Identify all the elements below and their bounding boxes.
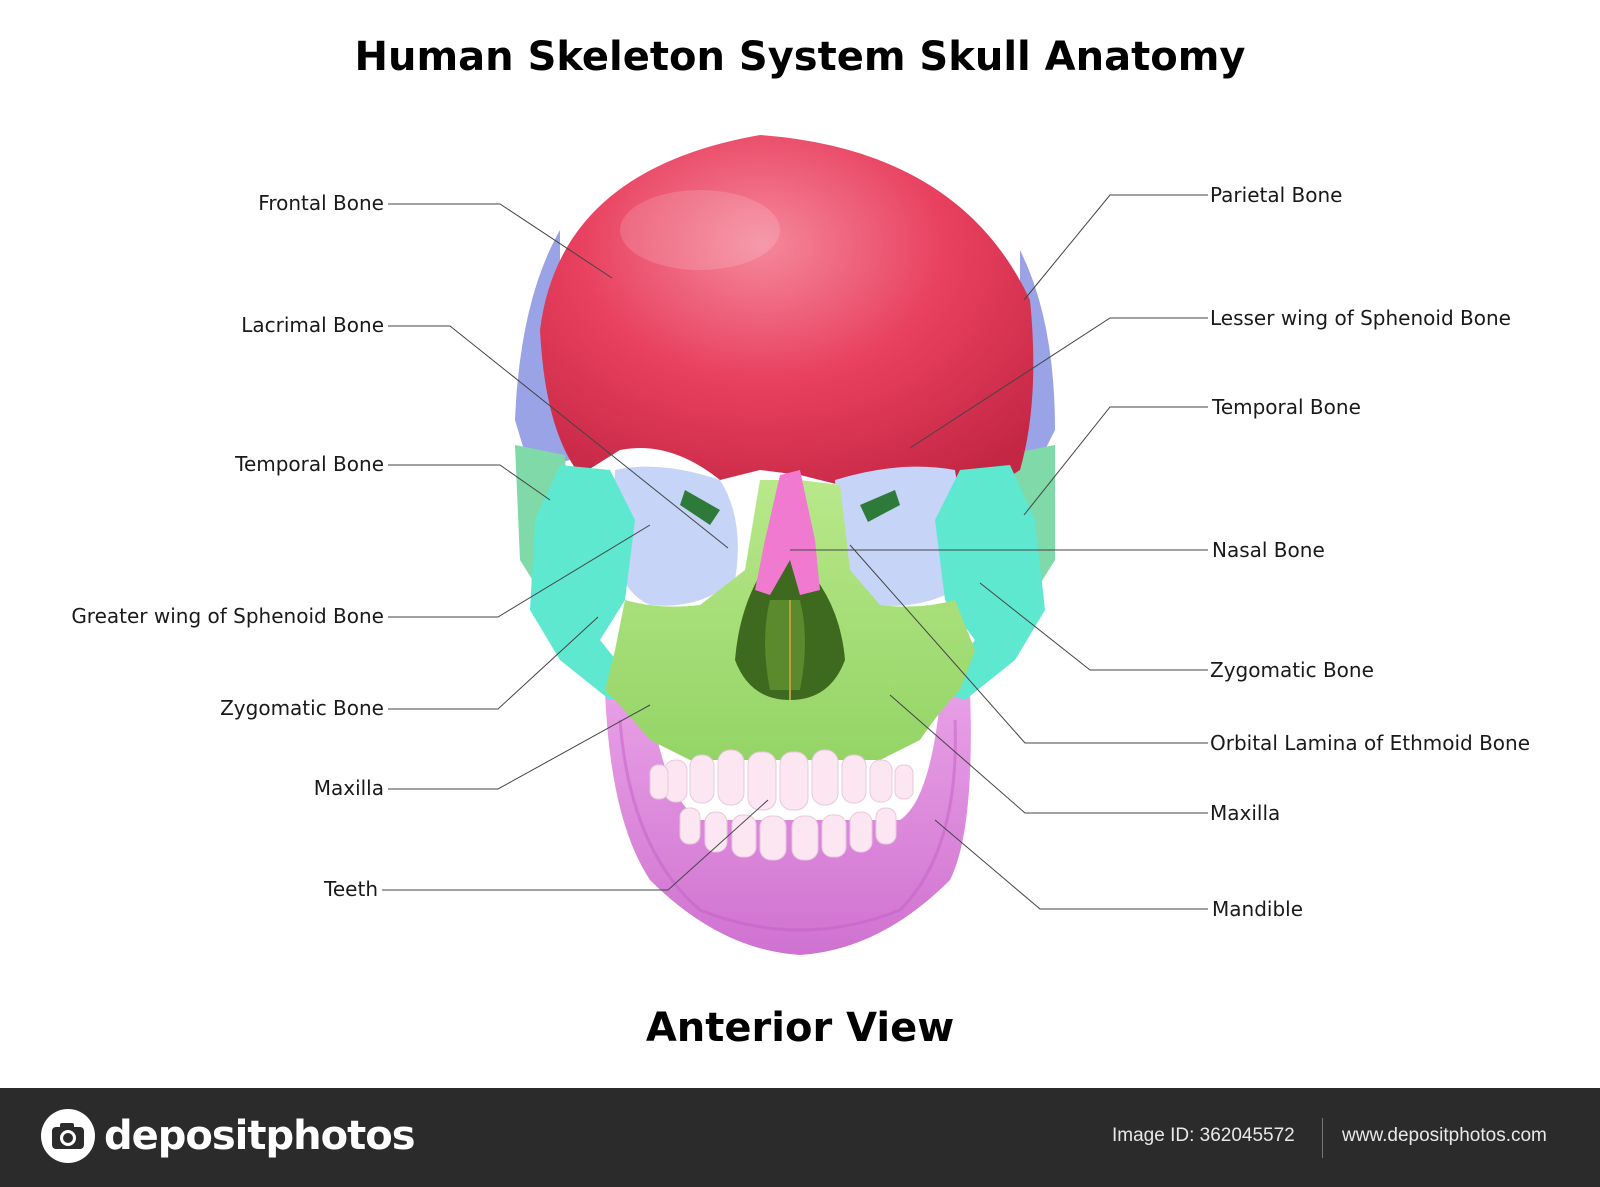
footer-divider: [1322, 1118, 1323, 1158]
label-parietal-bone: Parietal Bone: [1210, 183, 1343, 207]
label-greater-wing-sphenoid: Greater wing of Sphenoid Bone: [71, 604, 384, 628]
view-subtitle: Anterior View: [645, 1005, 955, 1051]
label-temporal-bone-left: Temporal Bone: [235, 452, 384, 476]
leader-zygomatic-right: [979, 582, 1208, 671]
leader-mandible: [934, 819, 1208, 910]
leader-zygomatic-left: [388, 616, 599, 710]
leader-temporal-right: [1023, 406, 1208, 516]
leader-teeth: [382, 799, 769, 891]
skull-illustration: [382, 135, 1208, 955]
image-id: Image ID: 362045572: [1112, 1125, 1295, 1146]
label-maxilla-left: Maxilla: [313, 776, 384, 800]
leader-lesser-wing: [909, 317, 1208, 449]
footer-bar: depositphotos Image ID: 362045572 www.de…: [0, 1088, 1600, 1187]
leader-lines: [382, 194, 1208, 910]
label-lesser-wing-sphenoid: Lesser wing of Sphenoid Bone: [1210, 306, 1511, 330]
leader-frontal: [388, 203, 613, 279]
leader-maxilla-right: [889, 694, 1208, 814]
leader-greater-wing: [388, 524, 651, 618]
label-orbital-lamina-ethmoid: Orbital Lamina of Ethmoid Bone: [1210, 731, 1531, 755]
zygomatic-left-shape: [530, 465, 640, 700]
label-frontal-bone: Frontal Bone: [258, 191, 384, 215]
label-temporal-bone-right: Temporal Bone: [1212, 395, 1361, 419]
nasal-bone-shape: [755, 470, 820, 595]
label-lacrimal-bone: Lacrimal Bone: [241, 313, 384, 337]
label-teeth: Teeth: [324, 877, 378, 901]
leader-temporal-left: [388, 464, 551, 501]
leader-lacrimal: [388, 325, 729, 549]
orbit-left-shape: [612, 466, 738, 606]
teeth-shape: [649, 749, 914, 861]
diagram-title: Human Skeleton System Skull Anatomy: [354, 34, 1246, 80]
camera-icon: [41, 1109, 95, 1163]
label-zygomatic-bone-left: Zygomatic Bone: [220, 696, 384, 720]
mandible-shape: [605, 690, 971, 955]
label-zygomatic-bone-right: Zygomatic Bone: [1210, 658, 1374, 682]
label-maxilla-right: Maxilla: [1210, 801, 1281, 825]
brand-name: depositphotos: [104, 1113, 416, 1159]
leader-maxilla-left: [388, 704, 651, 790]
label-nasal-bone: Nasal Bone: [1212, 538, 1325, 562]
frontal-bone-shape: [540, 135, 1034, 500]
label-mandible: Mandible: [1212, 897, 1303, 921]
site-url[interactable]: www.depositphotos.com: [1342, 1125, 1547, 1146]
leader-orbital: [849, 544, 1208, 744]
brand-logo[interactable]: depositphotos: [40, 1108, 416, 1164]
leader-parietal: [1023, 194, 1208, 301]
